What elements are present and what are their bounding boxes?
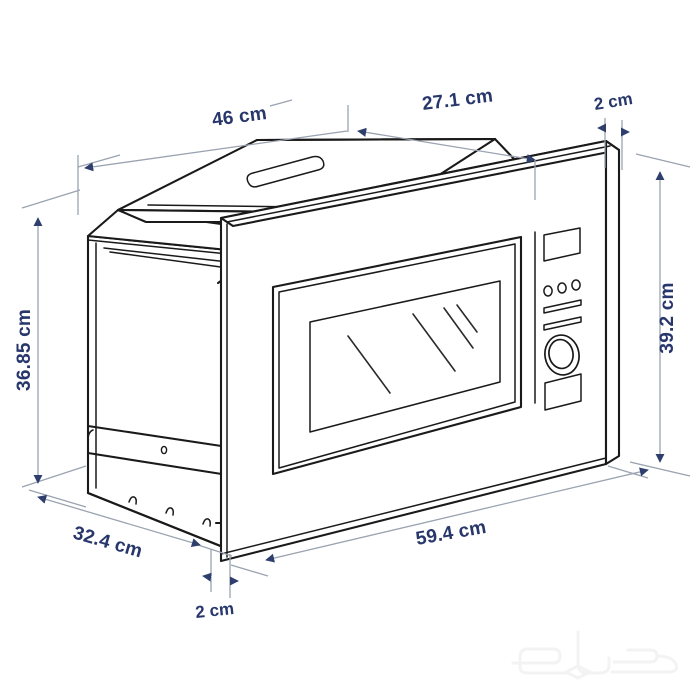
glass-reflection-4	[456, 304, 478, 333]
dim-label-32-4: 32.4 cm	[71, 523, 145, 563]
dimension-top-depth	[77, 99, 349, 215]
slider-bar-2[interactable]	[543, 316, 582, 331]
fascia-right-thickness	[604, 139, 621, 466]
dim-label-2cm-top: 2 cm	[593, 89, 634, 114]
dim-594-ext-a	[230, 564, 269, 577]
bottom-tab-3	[202, 518, 211, 527]
dim-3685-ext-bottom	[21, 465, 87, 488]
dimension-bottom-front-width	[230, 465, 649, 577]
dim-label-46: 46 cm	[211, 103, 268, 131]
dim-2cm-bot-arrow-left	[202, 572, 212, 582]
glass-reflection-3	[443, 307, 474, 349]
oven-base-strip-top	[86, 424, 230, 449]
dimension-bottom-gap	[202, 549, 239, 598]
indicator-circle-2[interactable]	[557, 282, 567, 294]
dim-271-line	[357, 127, 536, 164]
dim-46-ext-a	[77, 154, 121, 168]
dim-label-36-85: 36.85 cm	[14, 309, 35, 391]
oven-base-strip-mid	[86, 451, 230, 477]
dimension-bottom-depth	[28, 489, 233, 557]
watermark-stroke-3	[612, 648, 659, 664]
start-button[interactable]	[544, 373, 582, 411]
watermark-logo	[511, 630, 679, 680]
indicator-circle-3[interactable]	[571, 279, 581, 291]
dim-324-ext-a	[28, 489, 87, 508]
dimension-top-gap	[597, 118, 630, 170]
dim-label-27-1: 27.1 cm	[421, 85, 494, 115]
rotary-knob-inner[interactable]	[547, 338, 576, 371]
dimension-right-height	[629, 153, 691, 477]
door-window-outer	[271, 235, 523, 476]
glass-reflection-2	[412, 313, 456, 372]
dim-3685-ext-top	[21, 189, 81, 209]
oven-rail-connector-line	[109, 251, 229, 269]
slider-bar-1[interactable]	[543, 299, 582, 314]
dim-392-ext-bottom	[629, 461, 691, 477]
dim-label-2cm-bottom: 2 cm	[194, 599, 235, 622]
dim-324-ext-b	[197, 544, 233, 557]
dim-594-line	[265, 467, 649, 563]
dimension-left-height	[21, 189, 87, 488]
screw-hole-icon	[160, 445, 168, 455]
oven-left-top-rail	[87, 239, 229, 255]
dim-46-ext-b	[269, 99, 293, 107]
fascia-top-bevel-line	[226, 145, 611, 223]
rotary-knob-outer[interactable]	[542, 332, 582, 377]
watermark-stroke-4	[610, 654, 679, 674]
control-panel[interactable]	[534, 227, 582, 411]
dim-label-39-2: 39.2 cm	[657, 282, 678, 353]
watermark-stroke-1	[511, 647, 567, 675]
top-vent-slot	[246, 155, 325, 188]
dim-46-line	[84, 130, 348, 172]
display-screen[interactable]	[543, 227, 581, 262]
watermark-diamond	[564, 664, 592, 680]
oven-left-top-rail-2	[103, 247, 229, 263]
oven-base-strip-corner	[87, 429, 94, 441]
door-glass-pane	[309, 280, 501, 433]
dimension-top-front-run	[357, 127, 536, 200]
glass-reflection-1	[347, 335, 391, 394]
dim-392-ext-top	[635, 153, 691, 168]
indicator-circle-1[interactable]	[543, 285, 553, 297]
door-window-inner-frame	[278, 243, 516, 469]
dim-324-line	[37, 494, 201, 548]
